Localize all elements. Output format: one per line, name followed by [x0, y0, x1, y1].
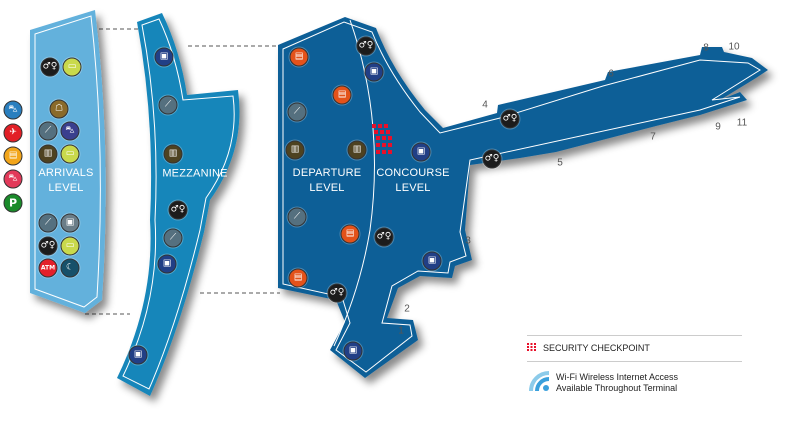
- label-line: LEVEL: [48, 182, 84, 194]
- gate-8[interactable]: 8: [703, 42, 709, 54]
- escalator-icon[interactable]: ⟋: [287, 102, 307, 122]
- baggage-icon[interactable]: ▭: [60, 144, 80, 164]
- ticket-counter-icon[interactable]: ▤: [332, 85, 352, 105]
- seating-icon[interactable]: ▣: [364, 62, 384, 82]
- security-checkpoint-legend-icon: [527, 343, 537, 352]
- legend-divider: [527, 361, 742, 362]
- restroom-icon[interactable]: ♂♀: [482, 149, 502, 169]
- baggage-icon[interactable]: ▭: [60, 236, 80, 256]
- gate-10[interactable]: 10: [728, 41, 740, 53]
- wifi-icon: [529, 371, 550, 392]
- elevator-icon[interactable]: ▥: [347, 140, 367, 160]
- restroom-icon[interactable]: ♂♀: [374, 227, 394, 247]
- information-icon[interactable]: ▣: [60, 213, 80, 233]
- seating-icon[interactable]: ▣: [157, 254, 177, 274]
- gate-3[interactable]: 3: [465, 235, 471, 247]
- terminal-area: [278, 17, 768, 378]
- restroom-icon[interactable]: ♂♀: [356, 36, 376, 56]
- gate-4[interactable]: 4: [482, 99, 488, 111]
- airplane-icon[interactable]: ✈: [3, 123, 23, 143]
- gate-2[interactable]: 2: [404, 303, 410, 315]
- parking-icon[interactable]: P: [3, 193, 23, 213]
- legend-divider: [527, 335, 742, 336]
- restroom-icon[interactable]: ♂♀: [40, 57, 60, 77]
- elevator-icon[interactable]: ▥: [163, 144, 183, 164]
- ticket-counter-icon[interactable]: ▤: [289, 47, 309, 67]
- gate-5[interactable]: 5: [557, 157, 563, 169]
- escalator-icon[interactable]: ⟋: [38, 121, 58, 141]
- restroom-icon[interactable]: ♂♀: [500, 109, 520, 129]
- security-checkpoint-marker: [372, 124, 392, 154]
- level-connectors: [85, 28, 280, 315]
- restroom-icon[interactable]: ♂♀: [168, 200, 188, 220]
- taxi-icon[interactable]: ⛍: [3, 169, 23, 189]
- gate-9[interactable]: 9: [715, 121, 721, 133]
- car-rental-icon[interactable]: ⛍: [60, 121, 80, 141]
- mezzanine-label: MEZZANINE: [162, 167, 228, 180]
- gate-7[interactable]: 7: [650, 131, 656, 143]
- restroom-icon[interactable]: ♂♀: [38, 236, 58, 256]
- wifi-legend-text: Wi-Fi Wireless Internet Access Available…: [556, 372, 678, 394]
- label-line: CONCOURSE: [376, 167, 450, 179]
- elevator-icon[interactable]: ▥: [38, 144, 58, 164]
- label-line: ARRIVALS: [38, 167, 94, 179]
- restroom-icon[interactable]: ♂♀: [327, 283, 347, 303]
- seating-icon[interactable]: ▣: [343, 341, 363, 361]
- ticket-counter-icon[interactable]: ▤: [288, 268, 308, 288]
- gate-1[interactable]: 1: [398, 325, 404, 337]
- arrivals-level-label: ARRIVALS LEVEL: [38, 166, 93, 196]
- elevator-icon[interactable]: ▥: [285, 140, 305, 160]
- atm-icon[interactable]: ATM: [38, 258, 58, 278]
- security-checkpoint-legend-label: SECURITY CHECKPOINT: [543, 343, 650, 353]
- seating-icon[interactable]: ▣: [128, 345, 148, 365]
- bus-icon[interactable]: ▤: [3, 146, 23, 166]
- departure-level-label: DEPARTURE LEVEL: [293, 166, 362, 196]
- escalator-icon[interactable]: ⟋: [158, 95, 178, 115]
- hotel-icon[interactable]: ☾: [60, 258, 80, 278]
- wifi-legend-line: Wi-Fi Wireless Internet Access: [556, 372, 679, 382]
- escalator-icon[interactable]: ⟋: [287, 207, 307, 227]
- wifi-legend-line: Available Throughout Terminal: [556, 383, 678, 393]
- rental-car-icon[interactable]: ⛍: [3, 100, 23, 120]
- baggage-icon[interactable]: ▭: [62, 57, 82, 77]
- concourse-level-label: CONCOURSE LEVEL: [376, 166, 449, 196]
- ticket-counter-icon[interactable]: ▤: [340, 224, 360, 244]
- label-line: LEVEL: [309, 182, 345, 194]
- seating-icon[interactable]: ▣: [422, 251, 442, 271]
- escalator-icon[interactable]: ⟋: [38, 213, 58, 233]
- seating-icon[interactable]: ▣: [411, 142, 431, 162]
- gate-11[interactable]: 11: [736, 117, 748, 129]
- escalator-icon[interactable]: ⟋: [163, 228, 183, 248]
- seating-icon[interactable]: ▣: [154, 47, 174, 67]
- label-line: DEPARTURE: [292, 167, 362, 179]
- label-line: LEVEL: [395, 182, 431, 194]
- baggage-claim-icon[interactable]: ☖: [49, 99, 69, 119]
- gate-6[interactable]: 6: [608, 68, 614, 80]
